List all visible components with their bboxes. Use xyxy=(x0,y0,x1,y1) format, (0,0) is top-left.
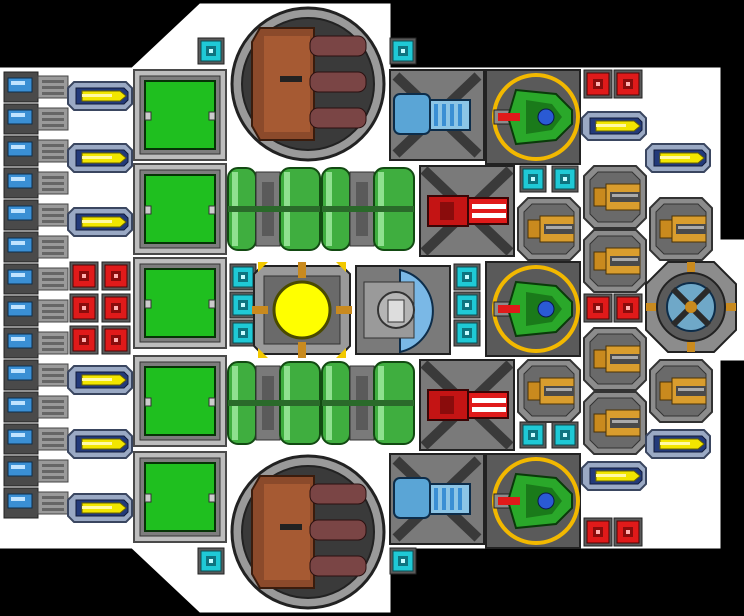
engine xyxy=(355,265,451,355)
shield-generator xyxy=(645,261,737,353)
top-turret xyxy=(230,6,386,162)
cargo-bays xyxy=(133,69,227,543)
bottom-turret xyxy=(230,454,386,610)
reactor xyxy=(252,262,352,358)
